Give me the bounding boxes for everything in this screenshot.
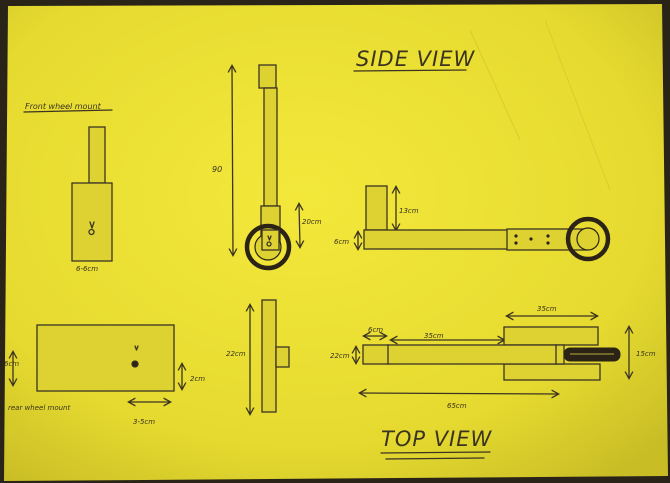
vertical-post [261,299,277,413]
deck-board-top [386,344,558,365]
front-block-top [362,344,389,365]
axle-spacer [555,344,565,365]
rear-mount-3-5cm-label: 3-5cm [133,418,155,426]
rear-mount-bolt [131,345,139,368]
post-block [275,346,290,368]
fork-20cm-label: 20cm [302,218,322,226]
bracket-bolt [514,234,518,238]
paper-crease [469,19,611,191]
top-65cm-label: 65cm [447,402,467,410]
bracket-plate-bottom [503,363,601,381]
front-mount-plate [71,182,113,262]
top-15cm-label: 15cm [636,350,656,358]
deck-6cm-label: 6cm [334,238,349,246]
rear-upright-post [365,185,388,231]
height-90-dimension [232,66,233,255]
top-35cm-a-label: 35cm [424,332,444,340]
bracket-bolt [514,241,518,245]
height-90-label: 90 [212,165,222,174]
top-6cm-label: 6cm [368,326,383,334]
bracket-bolt [546,234,550,238]
post-13cm-label: 13cm [399,207,419,215]
rear-wheel-bracket [506,228,588,251]
rear-wheel-tyre [565,216,611,262]
front-mount-dim-label: 6-6cm [76,265,98,273]
deck-side-drawing: 13cm 6cm [334,185,611,262]
deck-board [363,229,510,250]
front-mount-bolt [88,221,95,236]
post-top-view-drawing: 22cm [226,299,290,414]
front-wheel-mount-underline [23,109,113,113]
front-wheel-mount-drawing: Front wheel mount 6-6cm [23,102,113,273]
fork-overlay [261,229,280,251]
rear-mount-6cm-label: 6cm [4,360,19,368]
front-wheel-tyre [244,223,292,271]
handlebar-post-side-drawing: 90 20cm [212,64,322,271]
top-view-underline [380,451,491,460]
mid-22cm-label: 22cm [226,350,246,358]
front-wheel-mount-label: Front wheel mount [25,102,102,111]
top-22cm-label: 22cm [330,352,350,360]
rear-wheel-hub [576,227,600,251]
side-view-heading: SIDE VIEW [356,47,475,71]
rear-mount-label: rear wheel mount [8,404,70,412]
rear-wheel-mount-drawing: 6cm 2cm 3-5cm rear wheel mount [4,324,205,426]
bracket-bolt [529,237,533,241]
bracket-plate-top [503,326,599,346]
fork-20cm-dimension [299,204,300,247]
side-view-underline [353,69,467,72]
rear-mount-hole [132,361,138,367]
front-mount-stem [88,126,106,184]
handlebar-post [263,87,278,207]
rear-mount-plate [36,324,175,392]
rear-mount-2cm-label: 2cm [190,375,205,383]
bracket-bolt [546,241,550,245]
top-35cm-b-label: 35cm [537,305,557,313]
top-65cm-dimension [360,393,558,394]
top-view-drawing: 35cm 6cm 35cm 22cm 15cm 65cm [330,305,656,410]
top-view-heading: TOP VIEW [381,427,493,451]
fork-bolt [266,235,272,247]
handlebar-grip [258,64,277,89]
